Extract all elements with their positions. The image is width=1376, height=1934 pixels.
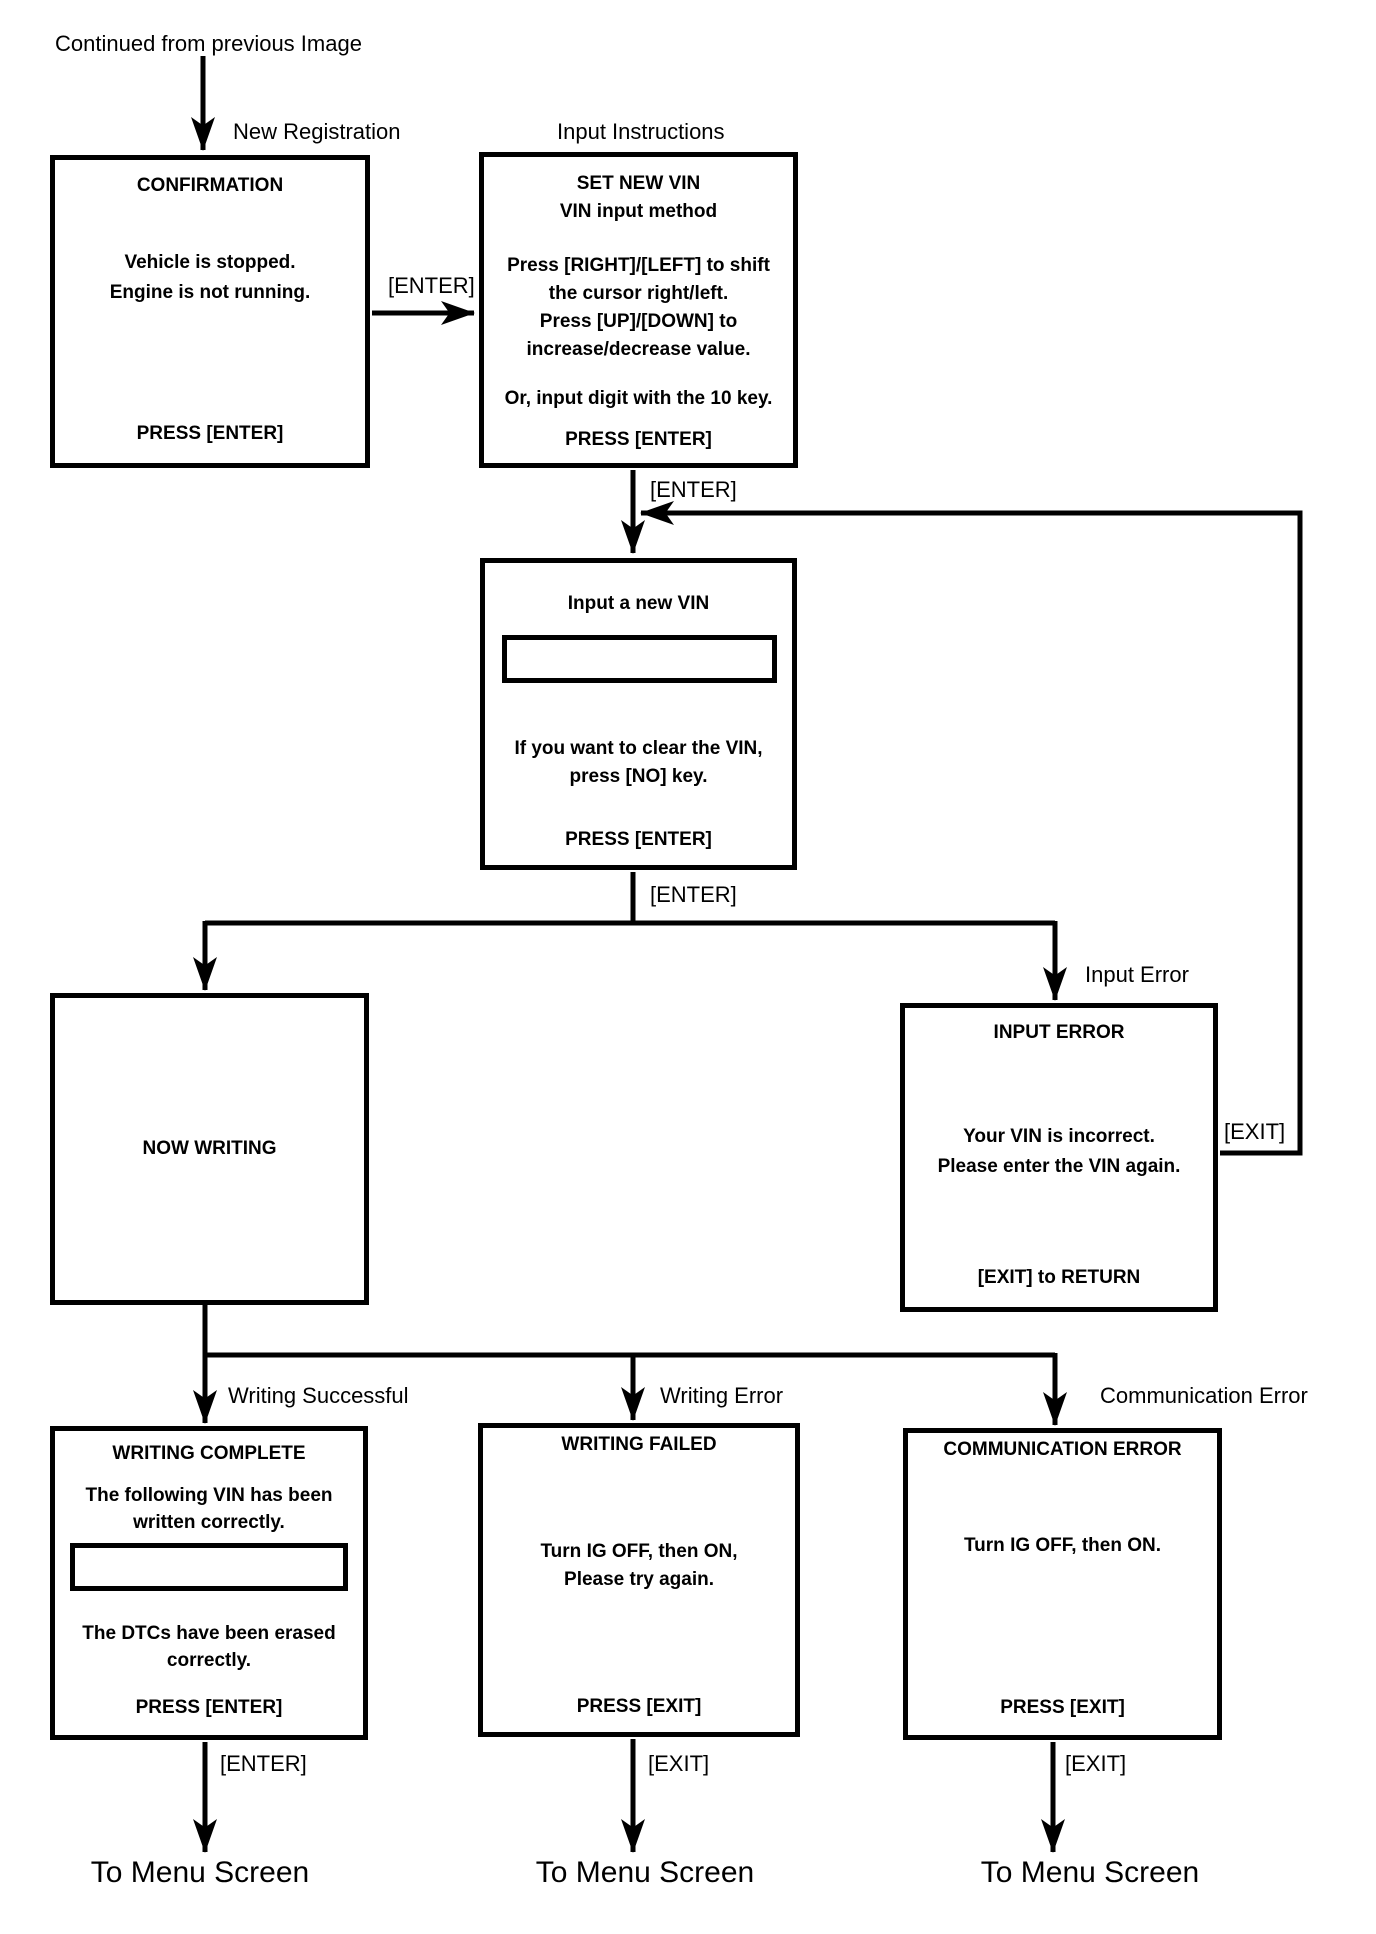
writing-successful-label: Writing Successful	[228, 1383, 409, 1408]
node-title: VIN input method	[559, 201, 718, 222]
input-instructions-label: Input Instructions	[557, 119, 725, 144]
node-title: NOW WRITING	[142, 1138, 277, 1159]
node-body-line: Press [RIGHT]/[LEFT] to shift	[507, 255, 770, 276]
writing-error-label: Writing Error	[660, 1383, 784, 1408]
node-input-error: INPUT ERROR Your VIN is incorrect. Pleas…	[900, 1003, 1218, 1312]
node-title: WRITING FAILED	[561, 1434, 717, 1455]
node-body-line: The following VIN has been	[85, 1485, 333, 1506]
to-menu-screen-2: To Menu Screen	[535, 1856, 755, 1889]
node-communication-error: COMMUNICATION ERROR Turn IG OFF, then ON…	[903, 1428, 1222, 1740]
node-title: COMMUNICATION ERROR	[943, 1439, 1182, 1460]
edge-error-return-loop	[639, 501, 1303, 1156]
node-input-vin: Input a new VIN If you want to clear the…	[480, 558, 797, 870]
node-title: Input a new VIN	[567, 593, 710, 614]
node-body-line: Please enter the VIN again.	[937, 1156, 1181, 1177]
node-confirmation: CONFIRMATION Vehicle is stopped. Engine …	[50, 155, 370, 468]
input-error-label: Input Error	[1085, 962, 1189, 987]
node-body-line: Your VIN is incorrect.	[963, 1126, 1155, 1147]
node-footer: PRESS [ENTER]	[135, 1697, 283, 1718]
node-footer: PRESS [ENTER]	[565, 829, 712, 850]
node-title: CONFIRMATION	[136, 175, 284, 196]
node-footer: PRESS [ENTER]	[565, 429, 712, 450]
vin-output-field	[70, 1543, 348, 1591]
node-title: INPUT ERROR	[993, 1022, 1125, 1043]
exit-label-failed: [EXIT]	[648, 1751, 710, 1776]
node-body-line: Turn IG OFF, then ON.	[963, 1535, 1162, 1556]
to-menu-screen-1: To Menu Screen	[90, 1856, 310, 1889]
node-body-line: Vehicle is stopped.	[124, 252, 296, 273]
enter-label-instructions: [ENTER]	[650, 477, 737, 502]
node-body-line: Turn IG OFF, then ON,	[540, 1541, 738, 1562]
continued-from-label: Continued from previous Image	[55, 31, 362, 56]
node-body-line: increase/decrease value.	[526, 339, 751, 360]
exit-label-comm: [EXIT]	[1065, 1751, 1127, 1776]
node-body-line: correctly.	[166, 1650, 252, 1671]
vin-input-field	[502, 635, 777, 683]
node-now-writing: NOW WRITING	[50, 993, 369, 1305]
node-footer: PRESS [EXIT]	[576, 1696, 702, 1717]
exit-label-loop: [EXIT]	[1224, 1119, 1286, 1144]
communication-error-label: Communication Error	[1100, 1383, 1308, 1408]
enter-label-complete: [ENTER]	[220, 1751, 307, 1776]
node-footer: PRESS [EXIT]	[1000, 1697, 1125, 1718]
node-body-line: If you want to clear the VIN,	[514, 738, 763, 759]
enter-label-confirm: [ENTER]	[388, 273, 475, 298]
node-body-line: The DTCs have been erased	[82, 1623, 336, 1644]
node-title: SET NEW VIN	[576, 173, 701, 194]
node-title: WRITING COMPLETE	[112, 1443, 306, 1464]
node-body-line: the cursor right/left.	[548, 283, 729, 304]
node-writing-failed: WRITING FAILED Turn IG OFF, then ON, Ple…	[478, 1423, 800, 1737]
to-menu-screen-3: To Menu Screen	[980, 1856, 1200, 1889]
node-footer: PRESS [ENTER]	[136, 423, 284, 444]
node-input-instructions: SET NEW VIN VIN input method Press [RIGH…	[479, 152, 798, 468]
node-note-line: Or, input digit with the 10 key.	[504, 388, 773, 409]
node-body-line: press [NO] key.	[569, 766, 708, 787]
node-footer: [EXIT] to RETURN	[977, 1267, 1141, 1288]
node-body-line: Please try again.	[564, 1569, 714, 1590]
node-body-line: Press [UP]/[DOWN] to	[539, 311, 738, 332]
enter-label-input: [ENTER]	[650, 882, 737, 907]
node-body-line: written correctly.	[133, 1512, 285, 1533]
new-registration-label: New Registration	[233, 119, 401, 144]
node-writing-complete: WRITING COMPLETE The following VIN has b…	[50, 1426, 368, 1740]
node-body-line: Engine is not running.	[109, 282, 311, 303]
